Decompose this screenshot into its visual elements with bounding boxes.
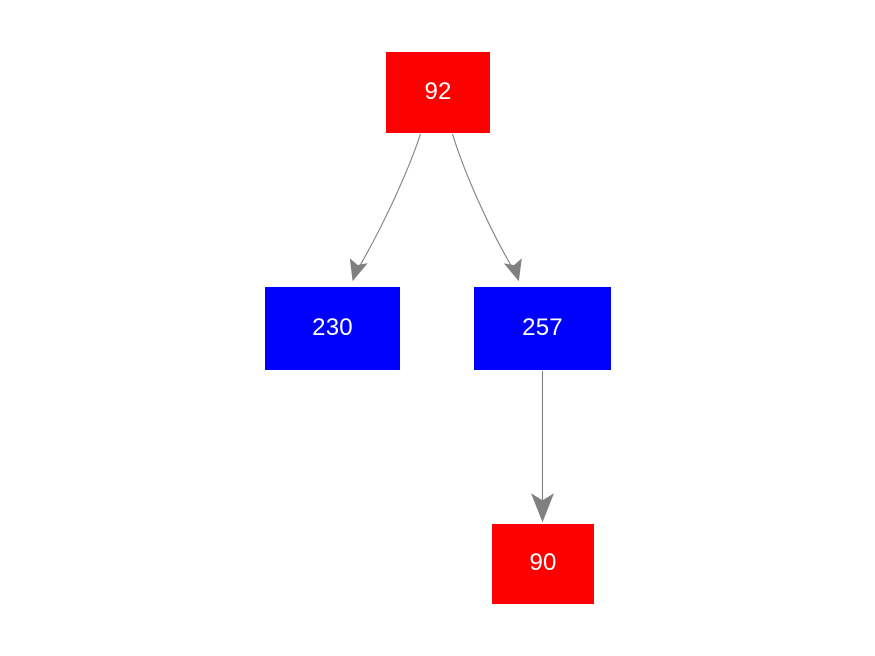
edge-92-to-257[interactable] <box>451 133 522 282</box>
node-90[interactable]: 90 <box>492 524 594 604</box>
arrowhead-icon <box>503 258 522 282</box>
node-92[interactable]: 92 <box>386 52 490 133</box>
node-257[interactable]: 257 <box>474 287 611 370</box>
node-label: 92 <box>424 77 452 105</box>
edge-92-to-230[interactable] <box>349 133 422 282</box>
node-label: 257 <box>522 313 563 341</box>
arrowhead-icon <box>349 258 368 282</box>
arrowhead-icon <box>530 493 555 523</box>
node-230[interactable]: 230 <box>265 287 400 370</box>
node-label: 230 <box>312 313 353 341</box>
edge-257-to-90[interactable] <box>530 371 555 523</box>
node-label: 90 <box>529 549 557 576</box>
